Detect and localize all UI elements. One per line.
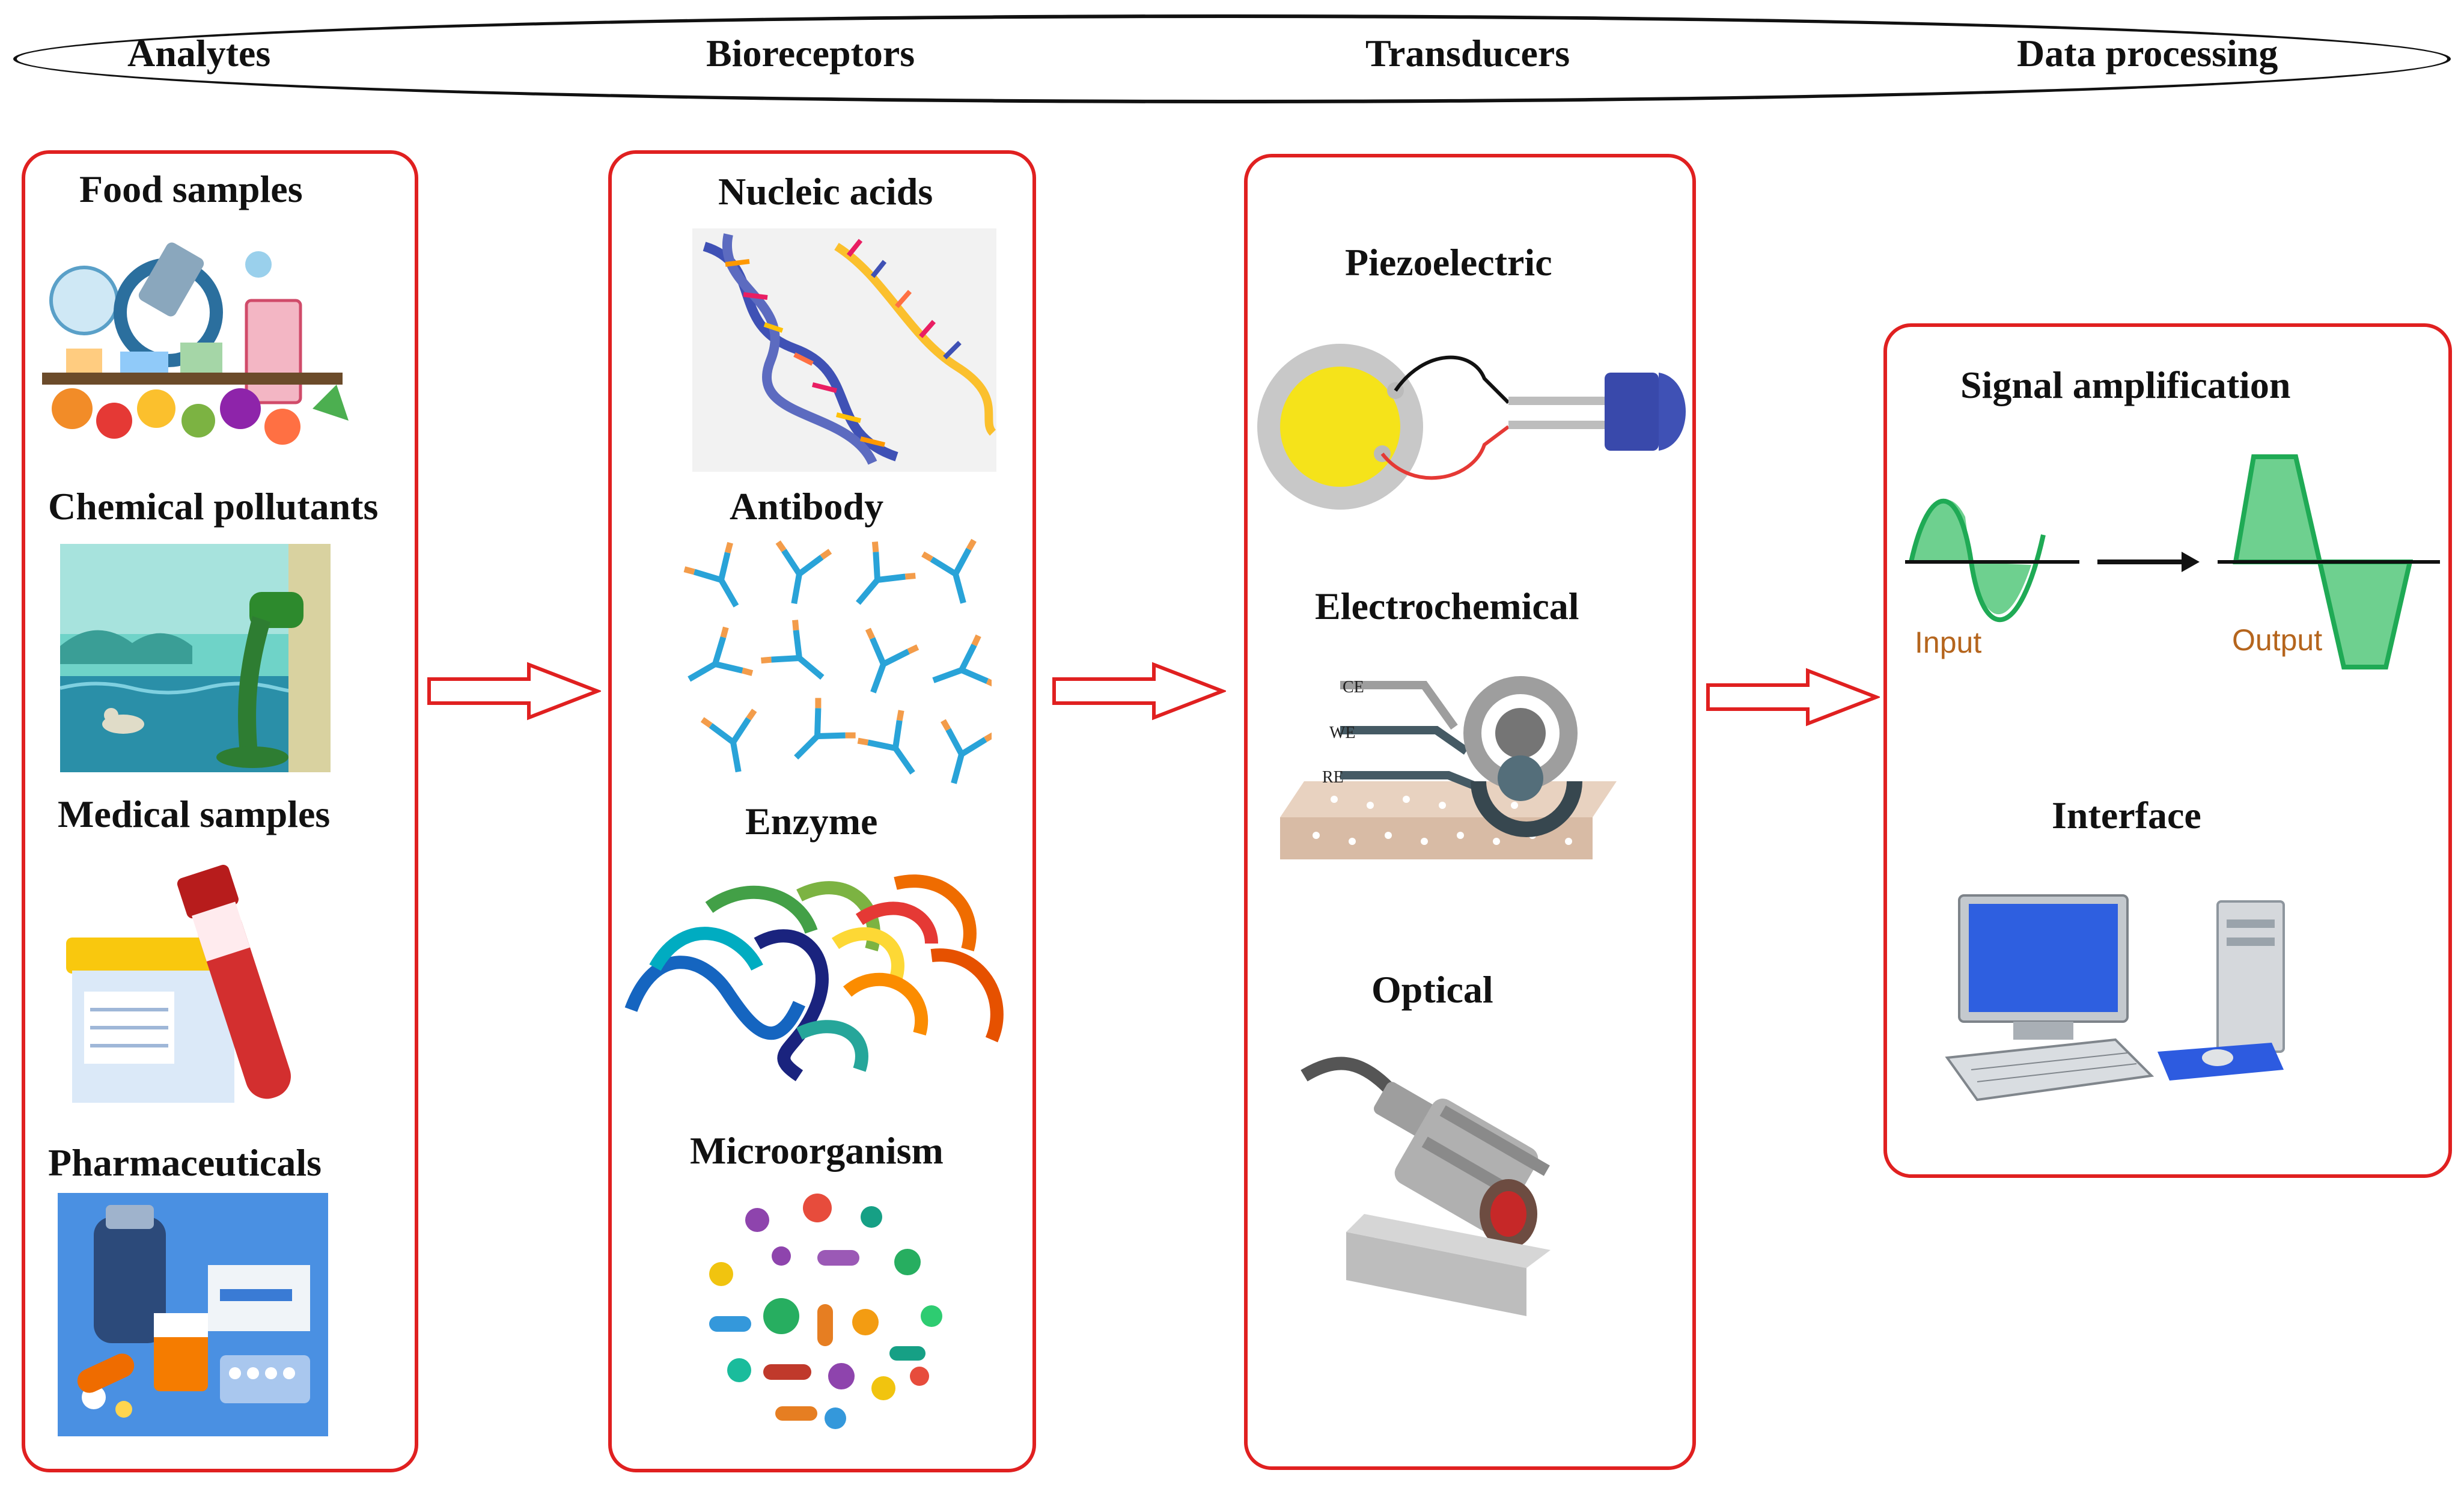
input-label: Input xyxy=(1915,626,1982,659)
electrode-label-ce: CE xyxy=(1343,678,1364,697)
electrochemical-title: Electrochemical xyxy=(1315,585,1579,627)
antibody-illustration xyxy=(679,538,992,790)
computer-interface-illustration xyxy=(1935,889,2296,1130)
nucleic-acids-title: Nucleic acids xyxy=(718,170,933,213)
stage-label-analytes: Analytes xyxy=(127,32,271,75)
food-samples-title: Food samples xyxy=(79,168,303,210)
flow-arrow-2 xyxy=(1052,661,1226,721)
electrode-label-re: RE xyxy=(1322,768,1344,787)
signal-amplification-diagram xyxy=(1899,445,2446,673)
stage-label-transducers: Transducers xyxy=(1365,32,1570,75)
flow-arrow-3 xyxy=(1706,667,1880,727)
stage-label-bioreceptors: Bioreceptors xyxy=(706,32,915,75)
electrochemical-illustration xyxy=(1268,661,1629,889)
chemical-pollution-illustration xyxy=(60,544,331,772)
dna-illustration xyxy=(692,228,996,472)
microorganism-title: Microorganism xyxy=(690,1129,944,1172)
chemical-pollutants-title: Chemical pollutants xyxy=(48,485,379,528)
analytes-panel xyxy=(22,150,418,1472)
pharmaceuticals-illustration xyxy=(58,1193,328,1436)
flow-arrow-1 xyxy=(427,661,601,721)
signal-amplification-title: Signal amplification xyxy=(1960,364,2291,406)
piezoelectric-illustration xyxy=(1256,325,1695,517)
medical-samples-illustration xyxy=(60,853,331,1106)
stage-label-data-processing: Data processing xyxy=(2017,32,2278,75)
food-lab-illustration xyxy=(30,228,355,469)
transducers-panel xyxy=(1244,154,1696,1470)
enzyme-illustration xyxy=(619,859,1028,1094)
optical-sensor-illustration xyxy=(1298,1052,1581,1328)
stage-header-bar xyxy=(13,14,2451,103)
antibody-title: Antibody xyxy=(730,485,884,528)
optical-title: Optical xyxy=(1371,968,1493,1011)
pharmaceuticals-title: Pharmaceuticals xyxy=(48,1141,322,1184)
microorganism-illustration xyxy=(685,1184,962,1442)
output-label: Output xyxy=(2232,623,2323,657)
medical-samples-title: Medical samples xyxy=(58,793,331,835)
enzyme-title: Enzyme xyxy=(745,800,878,843)
bioreceptors-panel xyxy=(608,150,1036,1472)
piezoelectric-title: Piezoelectric xyxy=(1345,241,1552,284)
interface-title: Interface xyxy=(2052,794,2201,837)
data-processing-panel xyxy=(1883,323,2452,1178)
electrode-label-we: WE xyxy=(1329,724,1356,742)
